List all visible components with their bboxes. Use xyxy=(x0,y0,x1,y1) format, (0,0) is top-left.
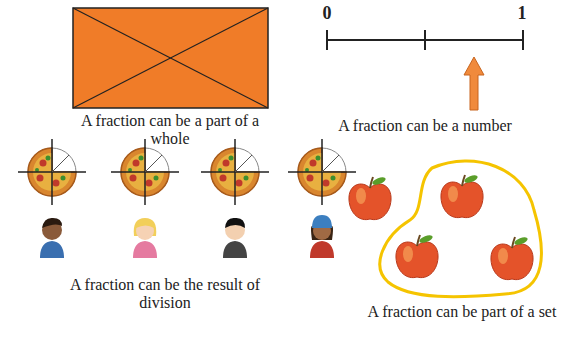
set-loop xyxy=(380,161,542,297)
person-icon xyxy=(40,218,64,258)
caption-text: A fraction can be a part of a whole xyxy=(65,112,275,147)
tick-mark xyxy=(424,30,426,50)
pointer-arrow xyxy=(464,57,484,110)
whole-rectangle xyxy=(73,8,268,108)
caption-text: A fraction can be a number xyxy=(315,117,535,135)
apple-symbol xyxy=(396,234,438,278)
pizza-symbol xyxy=(18,139,86,205)
number-label: 1 xyxy=(510,4,534,24)
apple-symbol xyxy=(441,174,483,218)
person-icon xyxy=(133,218,157,258)
pizza-symbol xyxy=(111,139,179,205)
caption-text: A fraction can be the result of division xyxy=(45,276,285,311)
apple-symbol xyxy=(491,236,533,280)
person-icon xyxy=(310,215,334,258)
apple-symbol xyxy=(349,176,391,220)
pizza-symbol xyxy=(288,139,356,205)
diagonal-line xyxy=(73,8,268,108)
tick-mark xyxy=(326,30,328,50)
pizza-symbol xyxy=(201,139,269,205)
diagonal-line xyxy=(73,8,268,108)
person-icon xyxy=(223,218,247,258)
caption-text: A fraction can be part of a set xyxy=(355,303,570,321)
tick-mark xyxy=(522,30,524,50)
number-label: 0 xyxy=(315,4,339,24)
